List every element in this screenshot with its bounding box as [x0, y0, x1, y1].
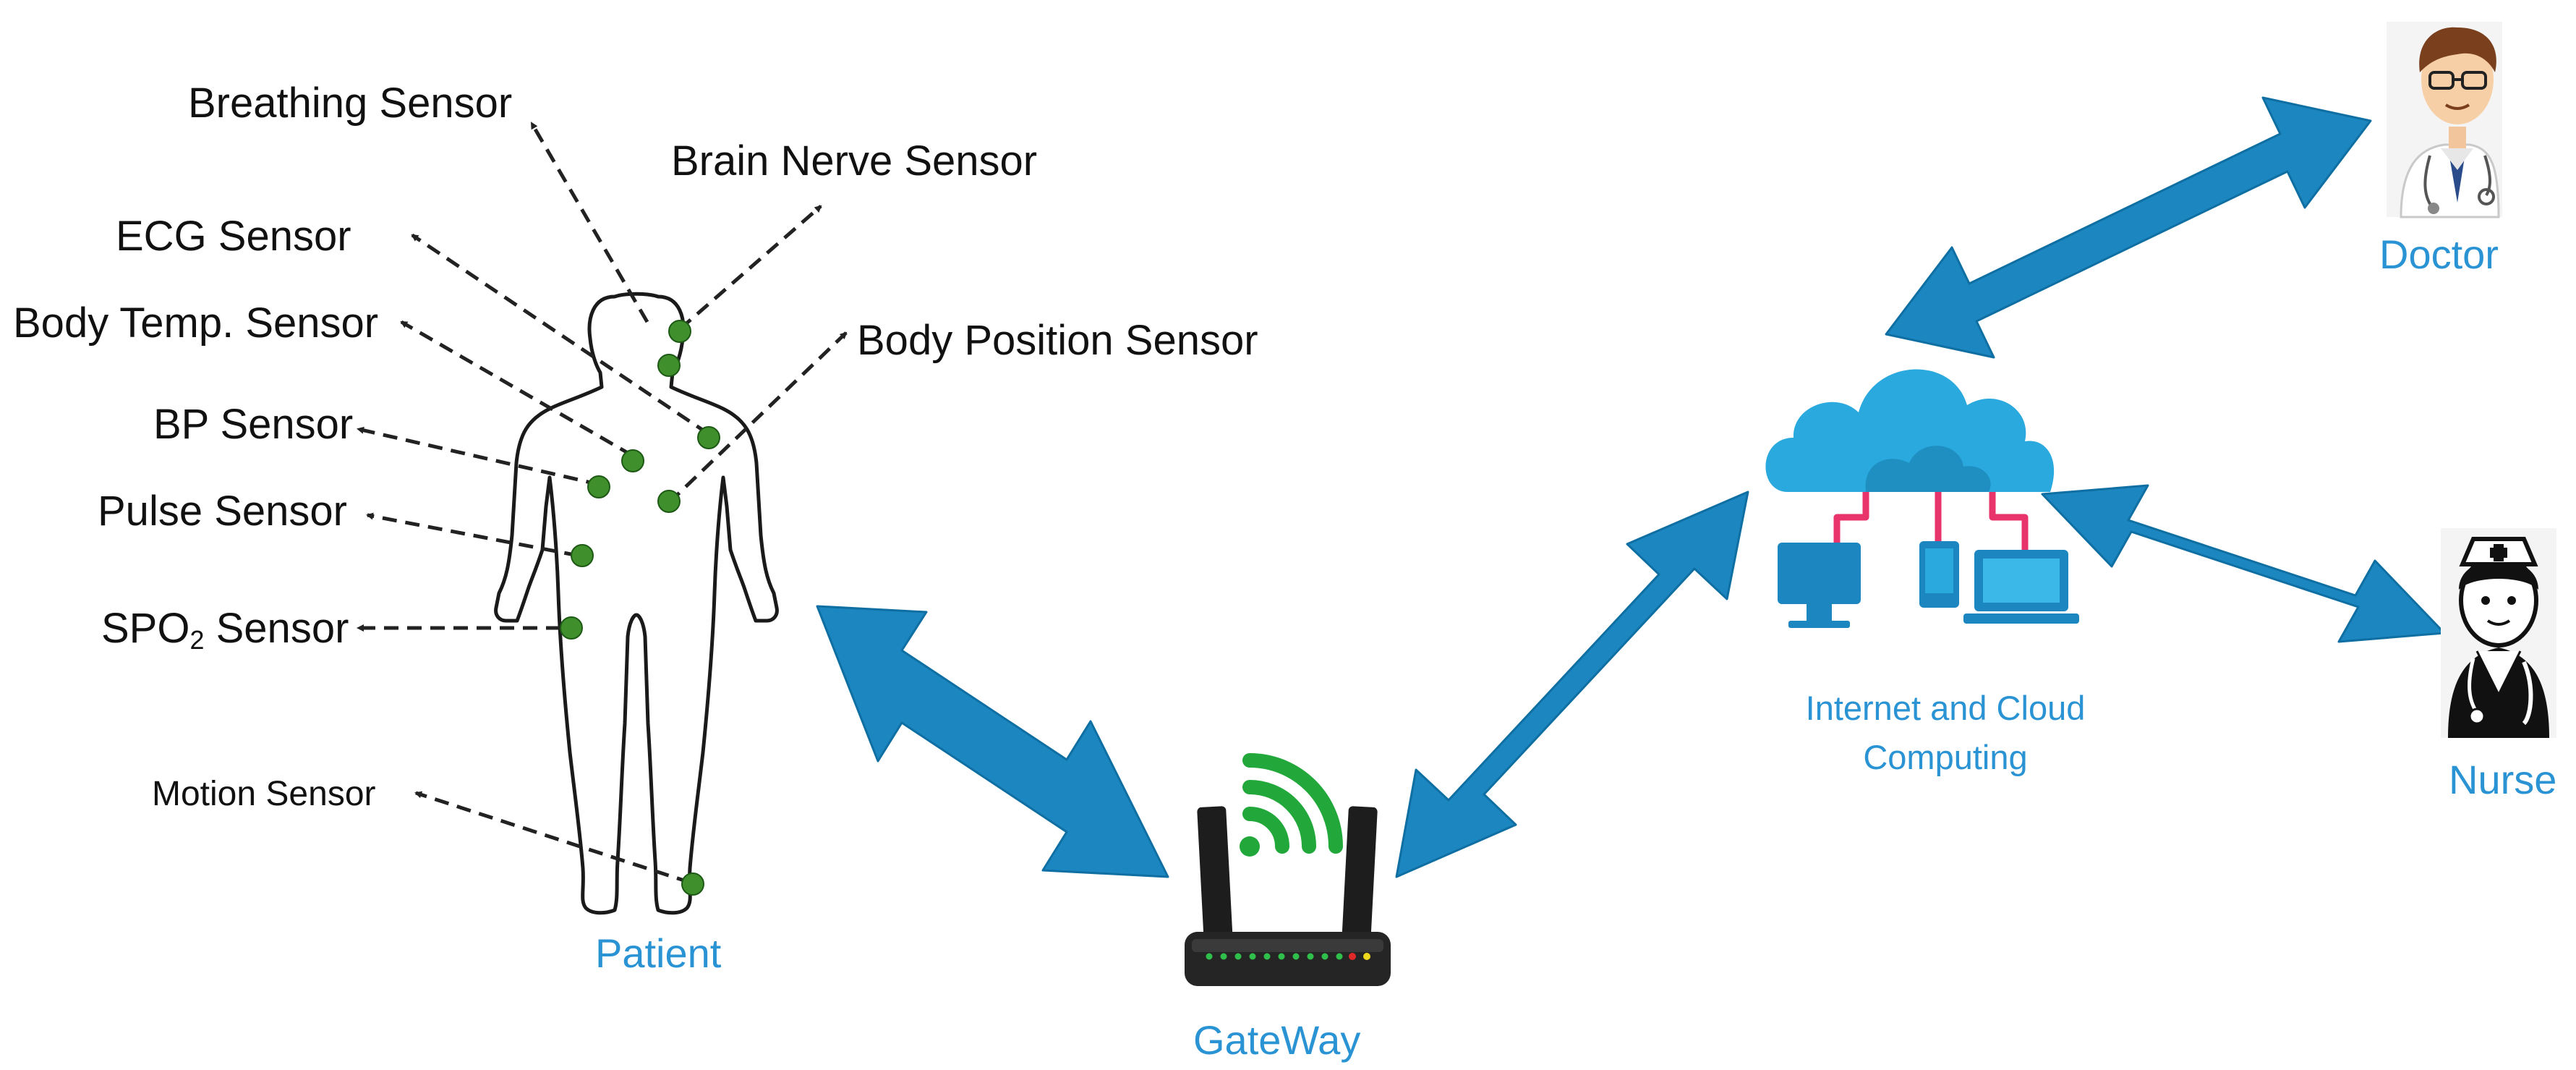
arrow-breathing — [529, 122, 649, 323]
label-brain-nerve-sensor: Brain Nerve Sensor — [671, 137, 1038, 184]
label-gateway: GateWay — [1193, 1017, 1361, 1063]
sensor-dot-breathing — [657, 354, 681, 377]
label-body-position-sensor: Body Position Sensor — [857, 317, 1258, 364]
sensor-dot-pulse — [571, 544, 594, 567]
spo2-prefix: SPO — [101, 605, 190, 652]
sensor-dot-spo2 — [560, 616, 583, 640]
patient-body-figure — [494, 292, 779, 915]
sensor-dot-motion — [681, 872, 704, 896]
arrow-brain-nerve — [678, 205, 822, 331]
link-cloud-nurse — [2041, 484, 2446, 643]
sensor-dot-brain — [668, 320, 691, 343]
sensor-dots — [560, 320, 720, 896]
label-pulse-sensor: Pulse Sensor — [98, 488, 347, 535]
router-icon — [1185, 806, 1391, 986]
arrow-pulse — [366, 512, 579, 558]
label-breathing-sensor: Breathing Sensor — [188, 80, 513, 127]
link-patient-gateway — [816, 605, 1169, 878]
doctor-avatar-icon — [2387, 22, 2502, 218]
wifi-signal-icon — [1240, 753, 1343, 857]
label-internet-cloud-line2: Computing — [1863, 738, 2028, 777]
label-doctor: Doctor — [2379, 232, 2499, 277]
label-nurse: Nurse — [2449, 757, 2557, 802]
sensor-arrows — [357, 122, 848, 885]
nurse-avatar-icon — [2441, 528, 2556, 738]
label-internet-cloud-line1: Internet and Cloud — [1805, 689, 2086, 727]
arrow-ecg — [411, 233, 710, 436]
spo2-subscript: 2 — [189, 624, 205, 655]
label-patient: Patient — [595, 930, 722, 976]
arrow-motion — [414, 791, 691, 885]
arrow-body-position — [668, 331, 848, 504]
cloud-computing-icon — [1765, 369, 2079, 628]
sensor-dot-bp — [587, 475, 610, 498]
desktop-monitor — [1778, 543, 1861, 604]
link-cloud-doctor — [1885, 96, 2372, 359]
link-gateway-cloud — [1395, 491, 1749, 878]
link-arrows — [816, 96, 2446, 878]
sensor-dot-body-position — [657, 490, 681, 513]
spo2-suffix: Sensor — [204, 605, 349, 652]
arrow-bp — [357, 426, 601, 487]
label-spo2-sensor: SPO2 Sensor — [101, 608, 349, 653]
sensor-dot-body-temp — [621, 449, 644, 472]
label-ecg-sensor: ECG Sensor — [116, 213, 351, 260]
label-motion-sensor: Motion Sensor — [152, 775, 376, 813]
sensor-dot-ecg — [697, 426, 720, 449]
label-internet-cloud: Internet and Cloud Computing — [1728, 684, 2162, 782]
label-body-temp-sensor: Body Temp. Sensor — [13, 300, 379, 347]
label-bp-sensor: BP Sensor — [153, 401, 354, 448]
